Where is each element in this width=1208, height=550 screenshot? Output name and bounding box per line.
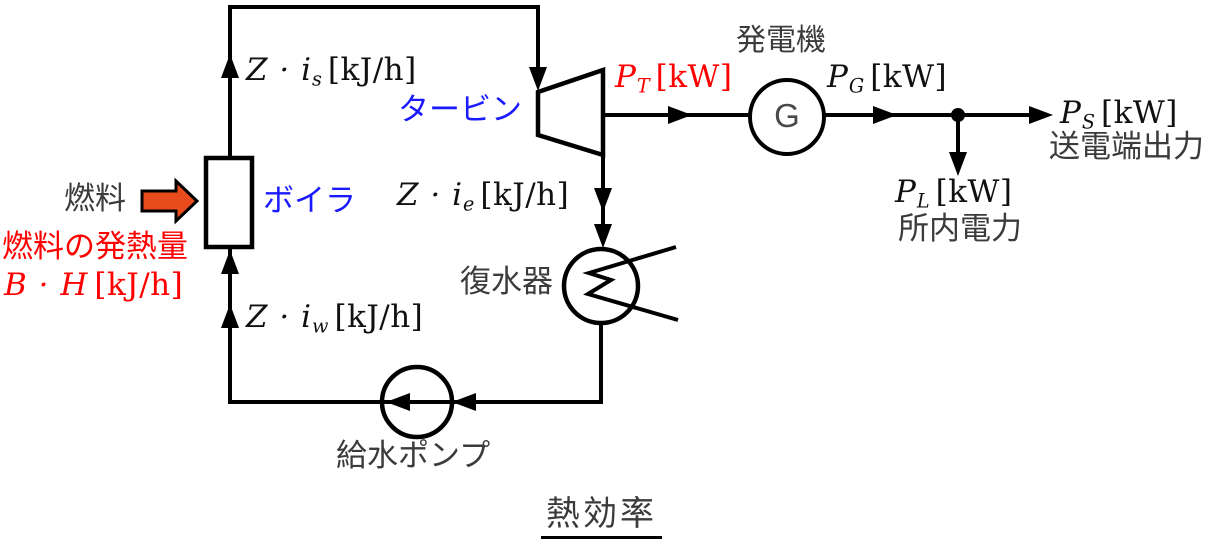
transmission-power-desc: 送電端出力 xyxy=(1049,129,1204,164)
boiler-label: ボイラ xyxy=(263,183,356,218)
turbine-shape xyxy=(535,66,606,159)
arrowhead-steam-up-icon xyxy=(221,54,239,78)
arrowhead-pump-in-icon xyxy=(452,393,476,411)
arrowhead-boiler-in-icon xyxy=(221,250,239,274)
fuel-heat-formula: B · H[kJ/h] xyxy=(4,267,184,303)
turbine-power-label: PT[kW] xyxy=(615,59,733,98)
transmission-power-label: PS[kW] xyxy=(1060,95,1178,134)
condenser-label: 復水器 xyxy=(460,264,553,299)
condenser-coil xyxy=(582,245,679,322)
fuel-heat-label: 燃料の発熱量 xyxy=(2,229,188,264)
station-power-label: PL[kW] xyxy=(895,174,1013,213)
generator-symbol: G xyxy=(774,97,800,134)
diagram-title: 熱効率 xyxy=(541,496,662,539)
arrowhead-condenser-in-icon xyxy=(594,224,612,248)
arrowhead-exhaust-icon xyxy=(594,188,612,212)
fuel-label: 燃料 xyxy=(64,181,126,216)
arrowhead-feedwater-up-icon xyxy=(221,304,239,328)
fuel-arrow-icon xyxy=(140,177,200,225)
generator-circle xyxy=(748,78,826,156)
arrowhead-generator-out-icon xyxy=(873,106,897,124)
junction-dot xyxy=(951,108,965,122)
steam-pipe xyxy=(228,5,540,160)
generator-label: 発電機 xyxy=(736,24,826,57)
exhaust-enthalpy-label: Z · ie[kJ/h] xyxy=(397,177,570,216)
arrowhead-station-power-icon xyxy=(949,152,967,176)
turbine-label: タービン xyxy=(398,92,522,127)
station-power-desc: 所内電力 xyxy=(898,211,1022,246)
arrowhead-transmission-icon xyxy=(1029,106,1053,124)
feedwater-enthalpy-label: Z · iw[kJ/h] xyxy=(246,299,424,338)
pump-label: 給水ポンプ xyxy=(336,438,491,473)
arrowhead-turbine-out-icon xyxy=(668,106,692,124)
boiler-shape xyxy=(203,155,255,250)
generator-power-label: PG[kW] xyxy=(827,59,948,98)
steam-enthalpy-label: Z · is[kJ/h] xyxy=(246,52,417,91)
arrowhead-turbine-in-icon xyxy=(529,67,547,91)
arrowhead-pump-out-icon xyxy=(386,393,410,411)
